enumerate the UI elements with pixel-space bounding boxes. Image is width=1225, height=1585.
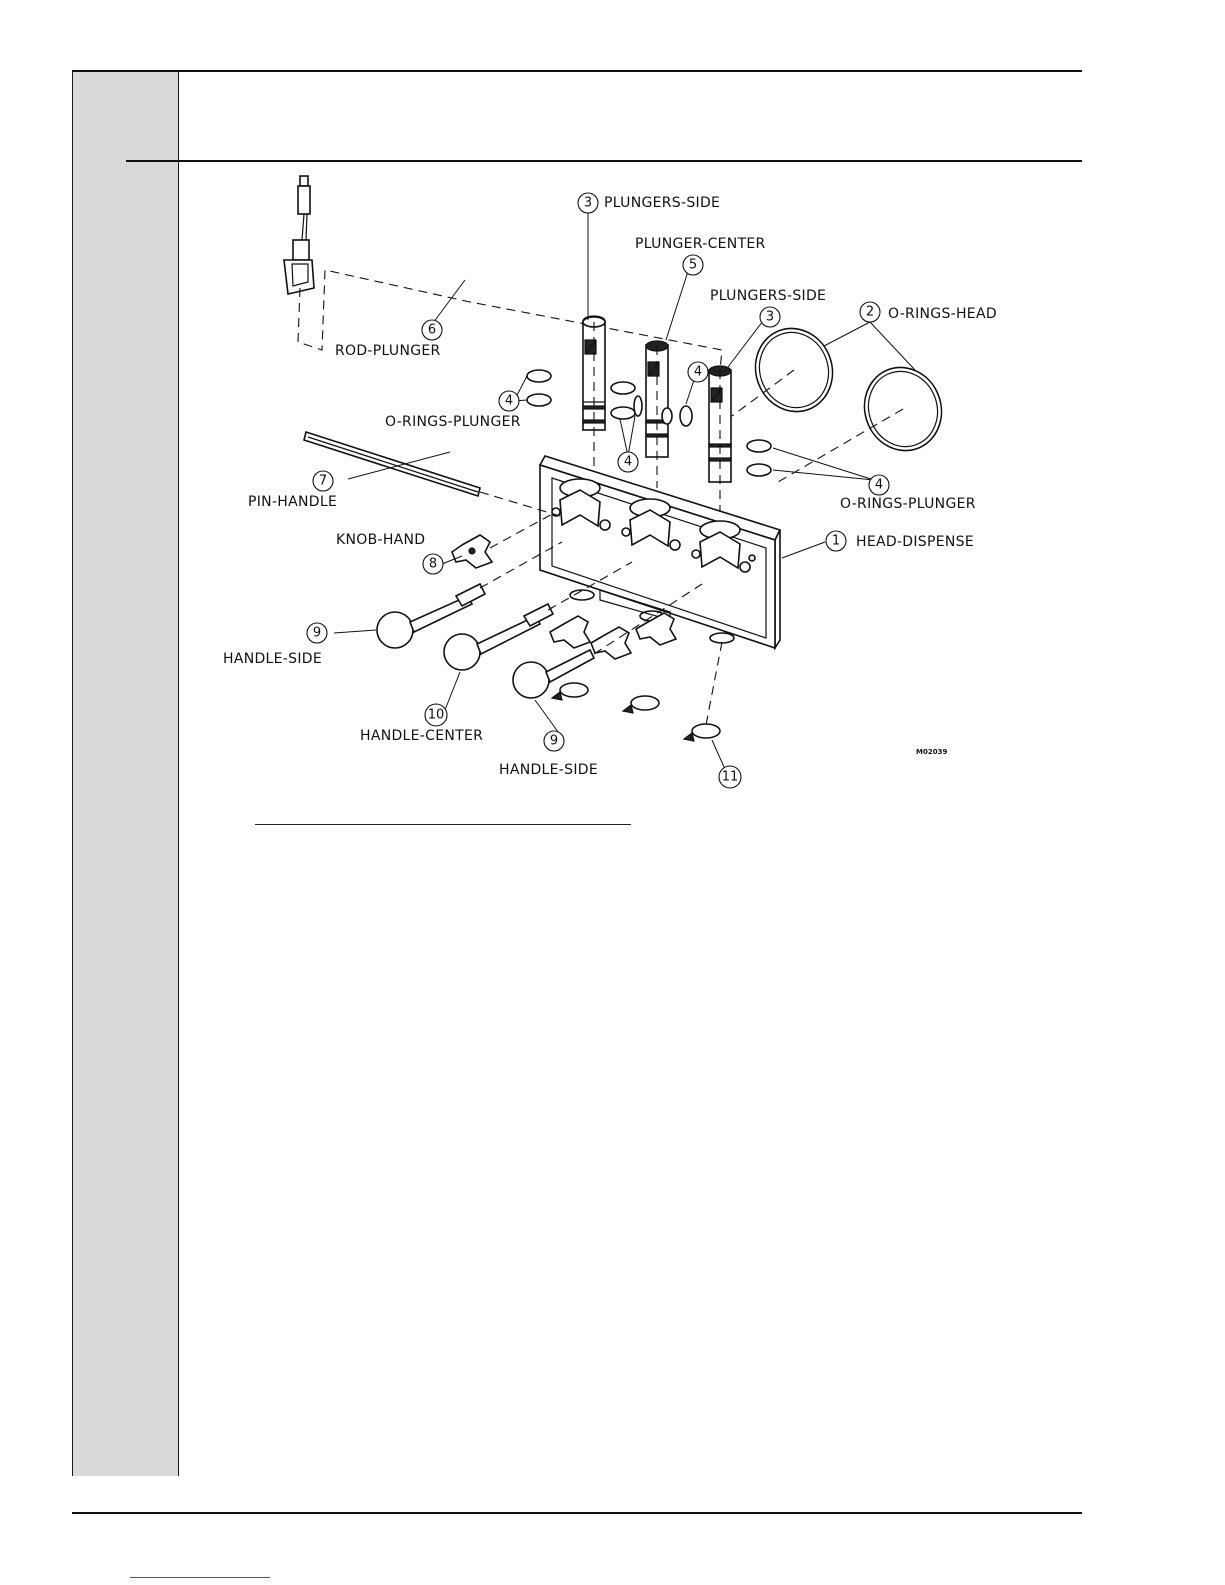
svg-text:HEAD-DISPENSE: HEAD-DISPENSE xyxy=(856,534,974,550)
knob-hand-extra-parts xyxy=(550,613,676,659)
svg-text:4: 4 xyxy=(875,478,883,493)
svg-text:PLUNGERS-SIDE: PLUNGERS-SIDE xyxy=(710,288,826,304)
callout-5: 5 PLUNGER-CENTER xyxy=(635,236,766,275)
svg-text:4: 4 xyxy=(624,455,632,470)
callout-11: 11 xyxy=(719,766,741,788)
callout-8: 8 KNOB-HAND xyxy=(336,532,443,574)
svg-text:4: 4 xyxy=(694,365,702,380)
svg-text:O-RINGS-PLUNGER: O-RINGS-PLUNGER xyxy=(385,414,521,430)
svg-text:2: 2 xyxy=(866,305,874,320)
knob-hand-part xyxy=(452,535,492,568)
callout-9-right: 9 HANDLE-SIDE xyxy=(499,731,598,778)
svg-text:4: 4 xyxy=(505,394,513,409)
svg-text:9: 9 xyxy=(313,626,321,641)
svg-text:O-RINGS-PLUNGER: O-RINGS-PLUNGER xyxy=(840,496,976,512)
o-rings-head-parts xyxy=(744,318,953,462)
callout-4-top: 4 xyxy=(688,362,708,382)
svg-text:3: 3 xyxy=(766,310,774,325)
callout-3-right: 3 PLUNGERS-SIDE xyxy=(710,288,826,327)
callout-6: 6 ROD-PLUNGER xyxy=(335,320,442,359)
sidebar-band xyxy=(72,72,179,1476)
svg-text:3: 3 xyxy=(584,196,592,211)
footer-link-underline[interactable] xyxy=(130,1577,270,1578)
footer-rule xyxy=(72,1512,1082,1514)
svg-text:HANDLE-SIDE: HANDLE-SIDE xyxy=(499,762,598,778)
svg-text:5: 5 xyxy=(689,258,697,273)
drawing-number: M02039 xyxy=(916,748,947,756)
svg-text:HANDLE-SIDE: HANDLE-SIDE xyxy=(223,651,322,667)
svg-text:6: 6 xyxy=(428,323,436,338)
top-rule xyxy=(72,70,1082,72)
callout-9-left: 9 HANDLE-SIDE xyxy=(223,623,327,667)
page-header xyxy=(180,74,1080,158)
callout-4-mid: 4 xyxy=(618,452,638,472)
callout-10: 10 HANDLE-CENTER xyxy=(360,704,483,744)
svg-text:PIN-HANDLE: PIN-HANDLE xyxy=(248,494,337,510)
svg-text:7: 7 xyxy=(319,474,327,489)
header-rule xyxy=(126,160,1082,162)
exploded-parts-diagram: 1 HEAD-DISPENSE 2 O-RINGS-HEAD 3 PLUNGER… xyxy=(180,170,1060,810)
callout-3-left: 3 PLUNGERS-SIDE xyxy=(578,193,720,213)
svg-text:1: 1 xyxy=(832,534,840,549)
caption-rule xyxy=(255,824,631,825)
callout-4-left: 4 O-RINGS-PLUNGER xyxy=(385,391,521,430)
svg-text:10: 10 xyxy=(428,708,445,723)
svg-text:8: 8 xyxy=(429,557,437,572)
cap-parts xyxy=(552,683,720,741)
callout-2: 2 O-RINGS-HEAD xyxy=(860,302,997,322)
handle-center-part xyxy=(444,604,553,670)
svg-text:PLUNGER-CENTER: PLUNGER-CENTER xyxy=(635,236,766,252)
svg-text:KNOB-HAND: KNOB-HAND xyxy=(336,532,425,548)
callout-1: 1 HEAD-DISPENSE xyxy=(826,531,974,551)
rod-plunger-part xyxy=(284,176,314,294)
svg-text:ROD-PLUNGER: ROD-PLUNGER xyxy=(335,343,441,359)
svg-text:HANDLE-CENTER: HANDLE-CENTER xyxy=(360,728,483,744)
svg-text:O-RINGS-HEAD: O-RINGS-HEAD xyxy=(888,306,997,322)
svg-text:11: 11 xyxy=(722,770,739,785)
svg-text:9: 9 xyxy=(550,734,558,749)
svg-text:PLUNGERS-SIDE: PLUNGERS-SIDE xyxy=(604,195,720,211)
callout-4-right: 4 O-RINGS-PLUNGER xyxy=(840,475,976,512)
callout-7: 7 PIN-HANDLE xyxy=(248,471,337,510)
